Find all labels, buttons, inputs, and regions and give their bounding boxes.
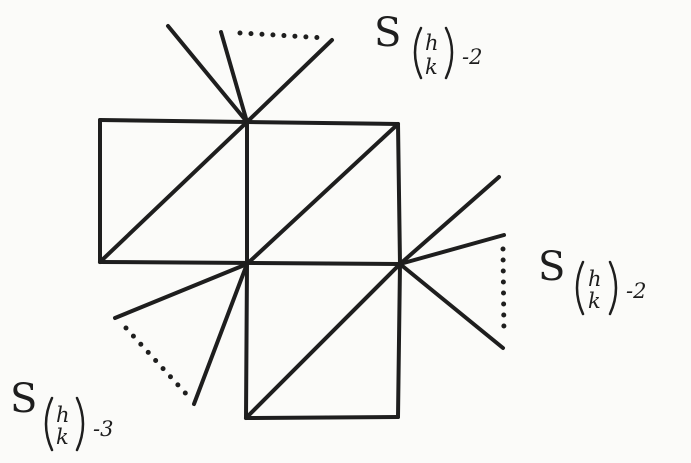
- lower-fan-ray-1: [113, 262, 249, 320]
- label-mid-right-right-paren: [608, 260, 618, 316]
- label-mid-right: S h k -2: [538, 244, 646, 316]
- label-mid-right-binom-bottom: k: [588, 289, 601, 313]
- label-bottom-left: S h k -3: [10, 376, 113, 452]
- label-bottom-left-offset: -3: [93, 417, 113, 441]
- label-top-right-binom-bottom: k: [425, 55, 438, 79]
- square-top-right-edge-right: [396, 122, 402, 266]
- top-fan-ray-3: [245, 38, 334, 124]
- label-mid-right-symbol: S: [538, 244, 565, 290]
- right-fan-dots: [500, 246, 507, 339]
- square-bottom-edge-bottom: [244, 415, 400, 420]
- label-bottom-left-binom-top: h: [56, 403, 70, 427]
- top-fan-dots: [237, 30, 329, 41]
- square-bottom-edge-right: [396, 262, 402, 419]
- square-bottom-diagonal: [244, 262, 402, 420]
- label-top-right-symbol: S: [374, 10, 401, 56]
- label-mid-right-binom-top: h: [588, 267, 602, 291]
- middle-horizontal-edge: [98, 260, 402, 266]
- label-top-right: S h k -2: [374, 10, 482, 80]
- right-fan-ray-2: [398, 233, 506, 266]
- label-top-right-right-paren: [444, 26, 454, 80]
- label-bottom-left-symbol: S: [10, 376, 37, 422]
- top-fan-ray-1: [166, 24, 249, 124]
- square-bottom-edge-left: [244, 262, 249, 420]
- label-mid-right-left-paren: [575, 260, 585, 316]
- label-bottom-left-left-paren: [44, 396, 54, 452]
- right-fan-ray-3: [398, 262, 505, 350]
- label-top-right-binom-top: h: [425, 31, 439, 55]
- label-bottom-left-binom-bottom: k: [56, 425, 69, 449]
- lower-fan-dots: [123, 325, 191, 399]
- square-top-right-edge-top: [245, 120, 400, 126]
- lower-fan-ray-2: [192, 262, 249, 406]
- label-top-right-offset: -2: [462, 45, 482, 69]
- label-top-right-left-paren: [413, 26, 423, 80]
- square-top-left-diagonal: [98, 120, 249, 264]
- square-top-right-diagonal: [245, 122, 400, 266]
- top-fan-ray-2: [219, 30, 249, 124]
- square-top-left-edge-top: [98, 118, 249, 124]
- label-bottom-left-right-paren: [75, 396, 85, 452]
- right-fan-ray-1: [398, 175, 501, 266]
- label-mid-right-offset: -2: [626, 279, 646, 303]
